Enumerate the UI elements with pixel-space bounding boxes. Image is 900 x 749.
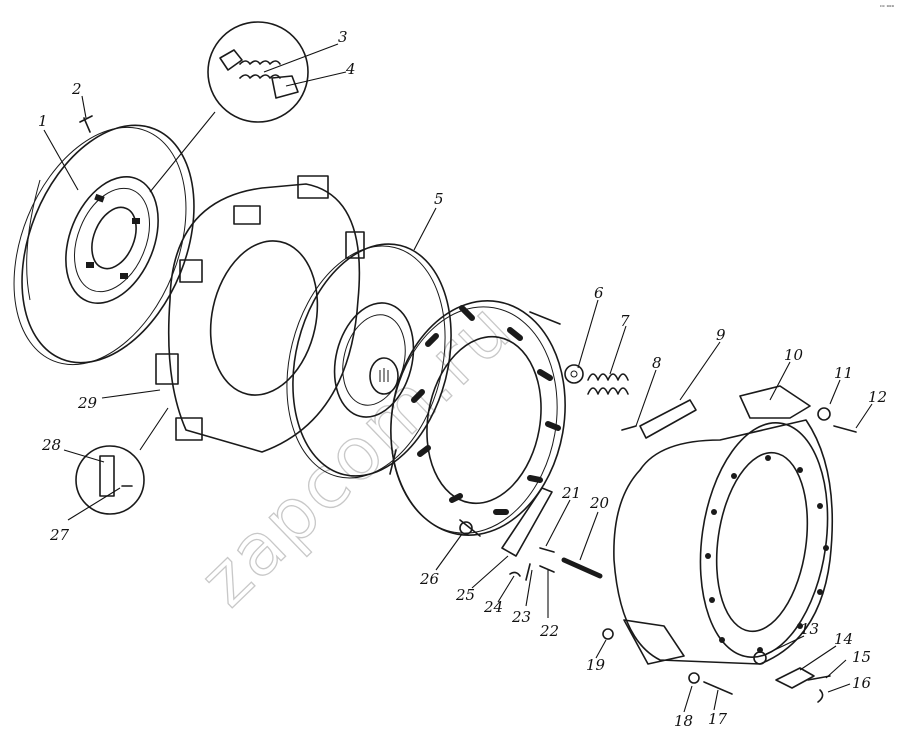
callout-10: 10 [784,346,804,364]
bolt-2 [79,115,93,133]
callout-23: 23 [511,608,531,626]
driven-disc-rear [286,243,452,479]
callout-5: 5 [434,190,444,208]
callout-labels: 1 2 3 4 5 6 7 8 9 10 11 12 13 14 15 16 1… [38,28,887,730]
callout-14: 14 [834,630,853,648]
callout-13: 13 [800,620,819,638]
callout-26: 26 [419,570,440,588]
release-lever-25 [501,487,553,557]
callout-18: 18 [674,712,693,730]
callout-20: 20 [589,494,610,512]
washer-11 [817,407,831,421]
callout-17: 17 [708,710,728,728]
corner-mark: ᶜᵒ ᵒᵒᵒ [880,4,895,11]
bolt-17 [703,681,733,695]
callout-7: 7 [620,312,630,330]
washer-19 [602,628,614,640]
callout-29: 29 [77,394,98,412]
callout-leaders [43,43,873,713]
callout-22: 22 [539,622,559,640]
callout-24: 24 [483,598,503,616]
pin-22 [539,565,555,573]
callout-9: 9 [716,326,726,344]
callout-25: 25 [455,586,475,604]
pin-8 [621,425,637,431]
driven-disc-front [13,124,195,366]
pressure-plate [155,175,365,453]
callout-11: 11 [834,364,853,382]
callout-8: 8 [652,354,662,372]
clutch-housing [613,385,834,665]
callout-2: 2 [71,80,82,98]
callout-19: 19 [586,656,606,674]
adjusting-nut-6 [564,364,584,384]
callout-12: 12 [868,388,887,406]
callout-16: 16 [852,674,872,692]
pressure-cover [389,300,566,537]
callout-4: 4 [345,60,356,78]
spring-detail-inset [149,21,309,193]
link-9 [639,399,697,439]
callout-15: 15 [852,648,871,666]
cotter-16 [817,689,824,703]
callout-28: 28 [41,436,61,454]
plate-14 [775,667,815,689]
nut-13 [753,651,767,665]
callout-21: 21 [561,484,581,502]
callout-6: 6 [594,284,604,302]
bolt-12 [833,425,857,433]
spring-24 [509,571,521,577]
adjusting-bolt-20 [561,557,603,579]
pin-21 [539,547,555,553]
callout-3: 3 [338,28,348,46]
lever-detail-inset [75,407,169,515]
callout-1: 1 [38,112,48,130]
bolt-15 [807,675,831,681]
pin-23 [525,563,531,581]
pressure-spring-7 [587,373,629,395]
callout-27: 27 [49,526,70,544]
washer-18 [688,672,700,684]
watermark-text: zapcom.ru [183,286,527,623]
